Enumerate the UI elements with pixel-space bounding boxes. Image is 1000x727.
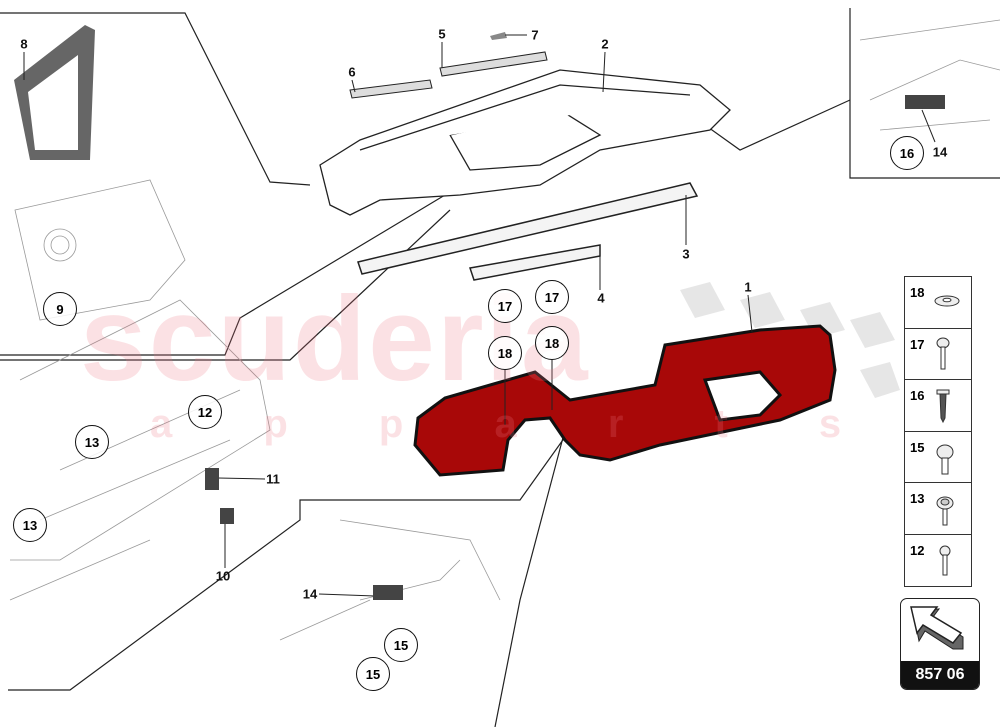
watermark-subtext: a p p a r t s (150, 402, 882, 446)
label-3: 3 (682, 246, 690, 262)
screw-icon (939, 545, 951, 575)
legend-number: 13 (910, 491, 925, 506)
self-tapping-screw-icon (936, 389, 950, 424)
label-6: 6 (348, 64, 356, 80)
legend-number: 18 (910, 285, 925, 300)
label-11: 11 (266, 471, 280, 487)
legend-number: 12 (910, 542, 925, 558)
callout-18: 18 (535, 326, 569, 360)
clip-parts (205, 95, 945, 600)
arrow-icon (910, 606, 964, 650)
label-4: 4 (597, 290, 605, 306)
part-3-strip (357, 182, 699, 275)
part-1-red-dash-cover (413, 324, 837, 477)
page-code: 857 06 (901, 661, 979, 689)
legend-number: 16 (910, 388, 925, 403)
callout-13: 13 (13, 508, 47, 542)
callout-13: 13 (75, 425, 109, 459)
legend-row: 18 (905, 277, 971, 329)
callout-15: 15 (384, 628, 418, 662)
label-5: 5 (438, 26, 446, 42)
fastener-legend: 18 17 16 15 13 12 (904, 276, 972, 587)
leader-lines (23, 34, 936, 597)
label-10: 10 (215, 568, 231, 584)
label-2: 2 (601, 36, 609, 52)
washer-icon (934, 295, 960, 307)
label-14: 14 (932, 144, 948, 160)
legend-row: 15 (905, 432, 971, 483)
label-7: 7 (531, 27, 539, 43)
callout-16: 16 (890, 136, 924, 170)
inset-frames (0, 8, 1000, 727)
bolt-icon (936, 337, 950, 369)
part-5-vent (439, 51, 548, 77)
callout-9: 9 (43, 292, 77, 326)
callout-15: 15 (356, 657, 390, 691)
legend-number: 15 (910, 439, 925, 455)
part-7-clip (490, 32, 507, 40)
label-8: 8 (20, 36, 28, 52)
label-1: 1 (744, 279, 752, 295)
callout-12: 12 (188, 395, 222, 429)
part-2-dashboard-carrier (319, 69, 731, 216)
callout-17: 17 (535, 280, 569, 314)
part-8-trim (14, 25, 95, 160)
flange-screw-icon (936, 444, 954, 474)
legend-row: 13 (905, 483, 971, 535)
legend-number: 17 (910, 336, 925, 352)
page-reference-badge: 857 06 (900, 598, 980, 690)
legend-row: 16 (905, 380, 971, 432)
part-6-vent (349, 79, 433, 99)
washer-screw-icon (936, 496, 954, 526)
callout-18: 18 (488, 336, 522, 370)
legend-row: 17 (905, 329, 971, 380)
legend-row: 12 (905, 535, 971, 587)
label-14: 14 (302, 586, 318, 602)
callout-17: 17 (488, 289, 522, 323)
